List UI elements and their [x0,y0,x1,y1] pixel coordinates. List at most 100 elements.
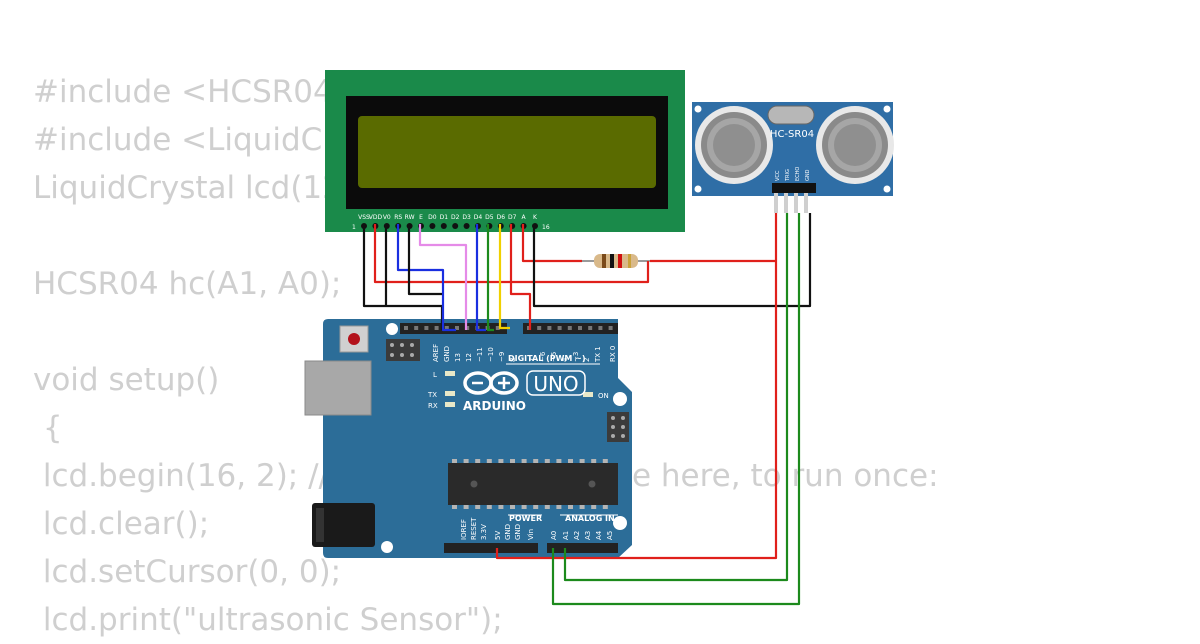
lcd-pin-label: D0 [428,214,437,221]
lcd-pin-label: D2 [451,214,460,221]
lcd-pin [452,223,459,229]
wire-lcd-e [418,224,468,330]
wire-lcd-cathode [532,213,812,308]
wire-lcd-anode [521,224,582,263]
chip-leg [568,505,573,509]
chip-leg [591,505,597,509]
bottom-pin-label: RESET [470,517,478,540]
chip-leg [475,505,481,509]
led-on-label: ON [598,392,609,400]
header-pin [434,326,439,330]
lcd-pin [440,223,447,229]
header-pin [414,326,419,330]
header-pin [557,326,562,330]
led-l-label: L [433,371,437,379]
code-line: void setup() [33,362,220,398]
lcd-pin-label: V0 [383,214,391,221]
sensor-mount-hole [883,105,891,113]
lcd-pin-label: RS [394,214,402,221]
led-l [445,371,455,376]
hc-sr04-sensor[interactable]: HC-SR04 VCC TRIG ECHO GND [692,102,894,213]
header-pin [455,326,459,330]
lcd-pin-label: D7 [508,214,517,221]
arduino-mount-hole [613,516,627,530]
power-label: POWER [509,514,542,523]
digital-pin-label: ~11 [476,347,484,362]
digital-pin-label: 12 [465,353,473,362]
bottom-pin-label: Vin [527,529,535,540]
digital-pin-label: ~10 [487,347,495,362]
usb-port [304,360,372,416]
bottom-pin-label: A3 [584,531,592,540]
arduino-mount-hole [613,392,627,406]
lcd-pin-label: RW [405,214,415,221]
header-pin [424,326,429,330]
uno-badge [526,370,586,396]
lcd-screen [358,116,656,188]
lcd-pin-first-label: 1 [352,224,356,231]
chip-leg [602,505,608,509]
reset-button-cap [348,333,360,345]
led-rx-label: RX [428,402,438,410]
digital-pin-label: 7 [528,358,536,362]
header-pin [578,326,582,330]
bottom-pin-label: 3.3V [480,524,488,540]
bottom-pin-label: GND [504,524,512,540]
chip-leg [568,459,573,463]
lcd-pin-label: K [533,214,538,221]
chip-leg [579,459,585,463]
chip-leg [452,459,457,463]
chip-leg [521,505,527,509]
bottom-pin-label: A0 [550,531,558,540]
header-pin [465,326,470,330]
wires [362,213,812,606]
sensor-label: HC-SR04 [770,129,814,140]
digital-pin-label: ~3 [572,352,580,362]
digital-pin-label: 13 [454,353,462,362]
sensor-pin-header [772,183,816,213]
header-pin [404,326,408,330]
chip-leg [498,459,504,463]
chip-leg [510,459,515,463]
bottom-pin-label: A5 [606,531,614,540]
wire-lcd-d6 [498,224,510,330]
header-pin [588,326,593,330]
bottom-pin-label: 5V [494,531,502,540]
wire-lcd-rs [396,224,456,332]
lcd-pin-label: A [522,214,527,221]
bottom-pin-label: A4 [595,530,603,540]
led-tx [445,391,455,396]
atmega-chip [448,459,618,509]
digital-pin-label: TX 1 [594,346,602,363]
sensor-mount-hole [694,185,702,193]
lcd-pin-label: D1 [440,214,449,221]
lcd-pin [463,223,470,229]
wire-lcd-rw [407,224,442,296]
code-line: lcd.clear(); [33,506,210,542]
digital-pwm-label: DIGITAL (PWM ~) [508,354,586,363]
resistor[interactable] [582,254,650,268]
chip-leg [475,459,481,463]
chip-leg [486,459,492,463]
sensor-pin-labels: VCC TRIG ECHO GND [775,167,811,182]
chip-leg [544,505,550,509]
chip-leg [533,505,539,509]
brand-label: ARDUINO [463,399,526,413]
led-on [583,392,593,397]
power-analog-header [444,543,618,553]
lcd-pin [429,223,436,229]
sensor-pin-label-gnd: GND [805,169,811,181]
sensor-mount-hole [694,105,702,113]
header-pin [547,326,552,330]
digital-pin-label: ~6 [539,351,547,362]
digital-pin-label: ~5 [550,352,558,362]
analog-in-label: ANALOG IN [565,514,615,523]
lcd-pin-label: VDD [369,214,383,221]
sensor-mount-hole [883,185,891,193]
lcd-pin-label: E [419,214,423,221]
power-jack [312,503,375,547]
model-label: UNO [533,372,578,396]
